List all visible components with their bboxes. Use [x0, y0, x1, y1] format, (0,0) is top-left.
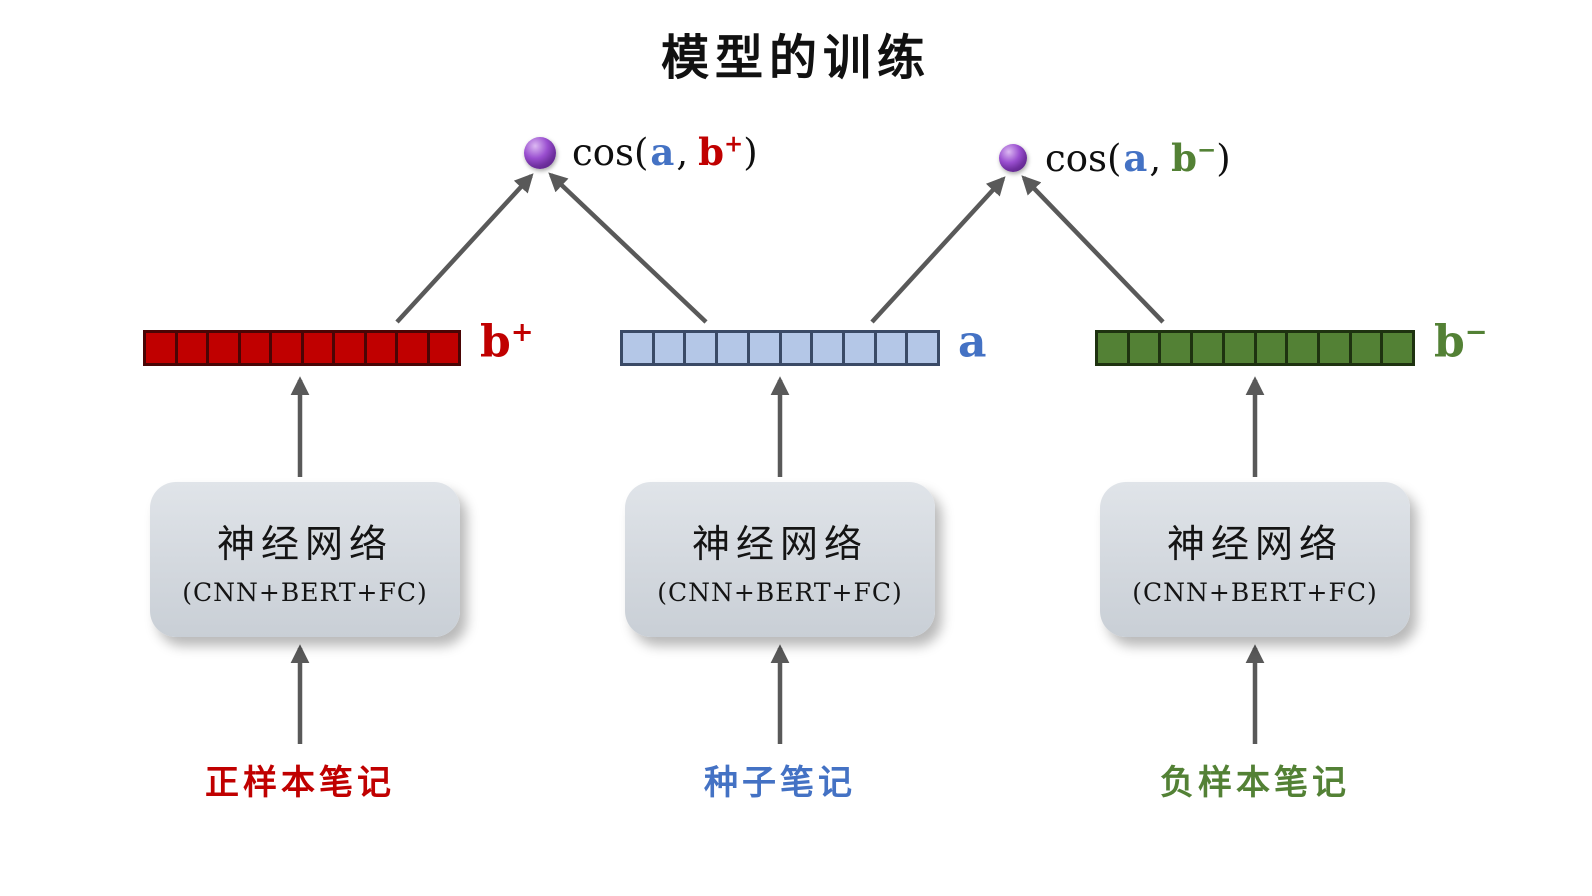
- cos-arg-b-base: b: [698, 130, 725, 174]
- network-title: 神经网络: [691, 521, 868, 566]
- cos-comma: ,: [1149, 137, 1162, 180]
- vector-label-a: a: [958, 316, 987, 368]
- input-label-seed: 种子笔记: [704, 763, 856, 803]
- cos-arg-b-plus: b+: [698, 130, 743, 174]
- vector-cell: [782, 333, 814, 363]
- vector-cell: [304, 333, 335, 363]
- network-subtitle: (CNN+BERT+FC): [182, 577, 428, 607]
- vector-cell: [1193, 333, 1225, 363]
- vector-cell: [1130, 333, 1162, 363]
- vector-cell: [209, 333, 241, 363]
- similarity-dot-negative: [999, 144, 1027, 172]
- vector-cell: [241, 333, 272, 363]
- cos-close-paren: ): [1216, 137, 1231, 180]
- network-title: 神经网络: [216, 521, 393, 566]
- cos-arg-a: a: [1123, 136, 1148, 180]
- vector-cell: [877, 333, 909, 363]
- vector-cell: [272, 333, 304, 363]
- vector-label-sup: +: [510, 316, 534, 348]
- vector-b-minus: [1095, 330, 1415, 366]
- vector-cell: [655, 333, 687, 363]
- vector-cell: [750, 333, 782, 363]
- vector-cell: [845, 333, 877, 363]
- vector-label-base: a: [958, 316, 987, 368]
- network-box-negative: 神经网络 (CNN+BERT+FC): [1100, 482, 1410, 637]
- arrow-bplus-to-cos: [395, 173, 534, 324]
- vector-cell: [623, 333, 655, 363]
- vector-cell: [1098, 333, 1130, 363]
- cosine-label-negative: cos(a,b−): [1045, 136, 1231, 180]
- cosine-label-positive: cos(a,b+): [572, 130, 758, 174]
- vector-cell: [718, 333, 750, 363]
- vector-cell: [335, 333, 367, 363]
- diagram-title: 模型的训练: [660, 30, 931, 86]
- network-subtitle: (CNN+BERT+FC): [657, 577, 903, 607]
- vector-cell: [430, 333, 459, 363]
- cos-arg-b-sup: +: [724, 130, 744, 158]
- vector-label-b-plus: b+: [480, 316, 534, 368]
- vector-a: [620, 330, 940, 366]
- network-box-seed: 神经网络 (CNN+BERT+FC): [625, 482, 935, 637]
- vector-cell: [1383, 333, 1412, 363]
- vector-label-base: b: [1434, 316, 1465, 368]
- network-subtitle: (CNN+BERT+FC): [1132, 577, 1378, 607]
- similarity-dot-positive: [524, 137, 556, 169]
- cos-arg-b-base: b: [1171, 136, 1198, 180]
- input-label-negative: 负样本笔记: [1160, 763, 1350, 803]
- vector-cell: [1225, 333, 1257, 363]
- vector-b-plus: [143, 330, 461, 366]
- vector-cell: [1257, 333, 1289, 363]
- cos-function-text: cos(: [1045, 137, 1122, 180]
- arrow-a-to-cos-right: [870, 176, 1006, 324]
- vector-cell: [1320, 333, 1352, 363]
- input-label-positive: 正样本笔记: [205, 763, 395, 803]
- cos-close-paren: ): [743, 131, 758, 174]
- vector-cell: [178, 333, 209, 363]
- cos-arg-b-minus: b−: [1171, 136, 1216, 180]
- cos-function-text: cos(: [572, 131, 649, 174]
- vector-cell: [686, 333, 719, 363]
- cos-comma: ,: [676, 131, 689, 174]
- vector-cell: [367, 333, 398, 363]
- vector-label-sup: −: [1464, 316, 1488, 348]
- vector-label-b-minus: b−: [1434, 316, 1488, 368]
- vector-label-base: b: [480, 316, 511, 368]
- arrow-bminus-to-cos: [1021, 175, 1165, 324]
- vector-cell: [398, 333, 430, 363]
- vector-cell: [908, 333, 937, 363]
- cos-arg-a: a: [650, 130, 675, 174]
- arrow-a-to-cos-left: [548, 172, 708, 324]
- vector-cell: [1161, 333, 1194, 363]
- vector-cell: [1352, 333, 1384, 363]
- vector-cell: [146, 333, 178, 363]
- vector-cell: [1288, 333, 1320, 363]
- network-box-positive: 神经网络 (CNN+BERT+FC): [150, 482, 460, 637]
- network-title: 神经网络: [1166, 521, 1343, 566]
- vector-cell: [813, 333, 845, 363]
- cos-arg-b-sup: −: [1197, 136, 1217, 164]
